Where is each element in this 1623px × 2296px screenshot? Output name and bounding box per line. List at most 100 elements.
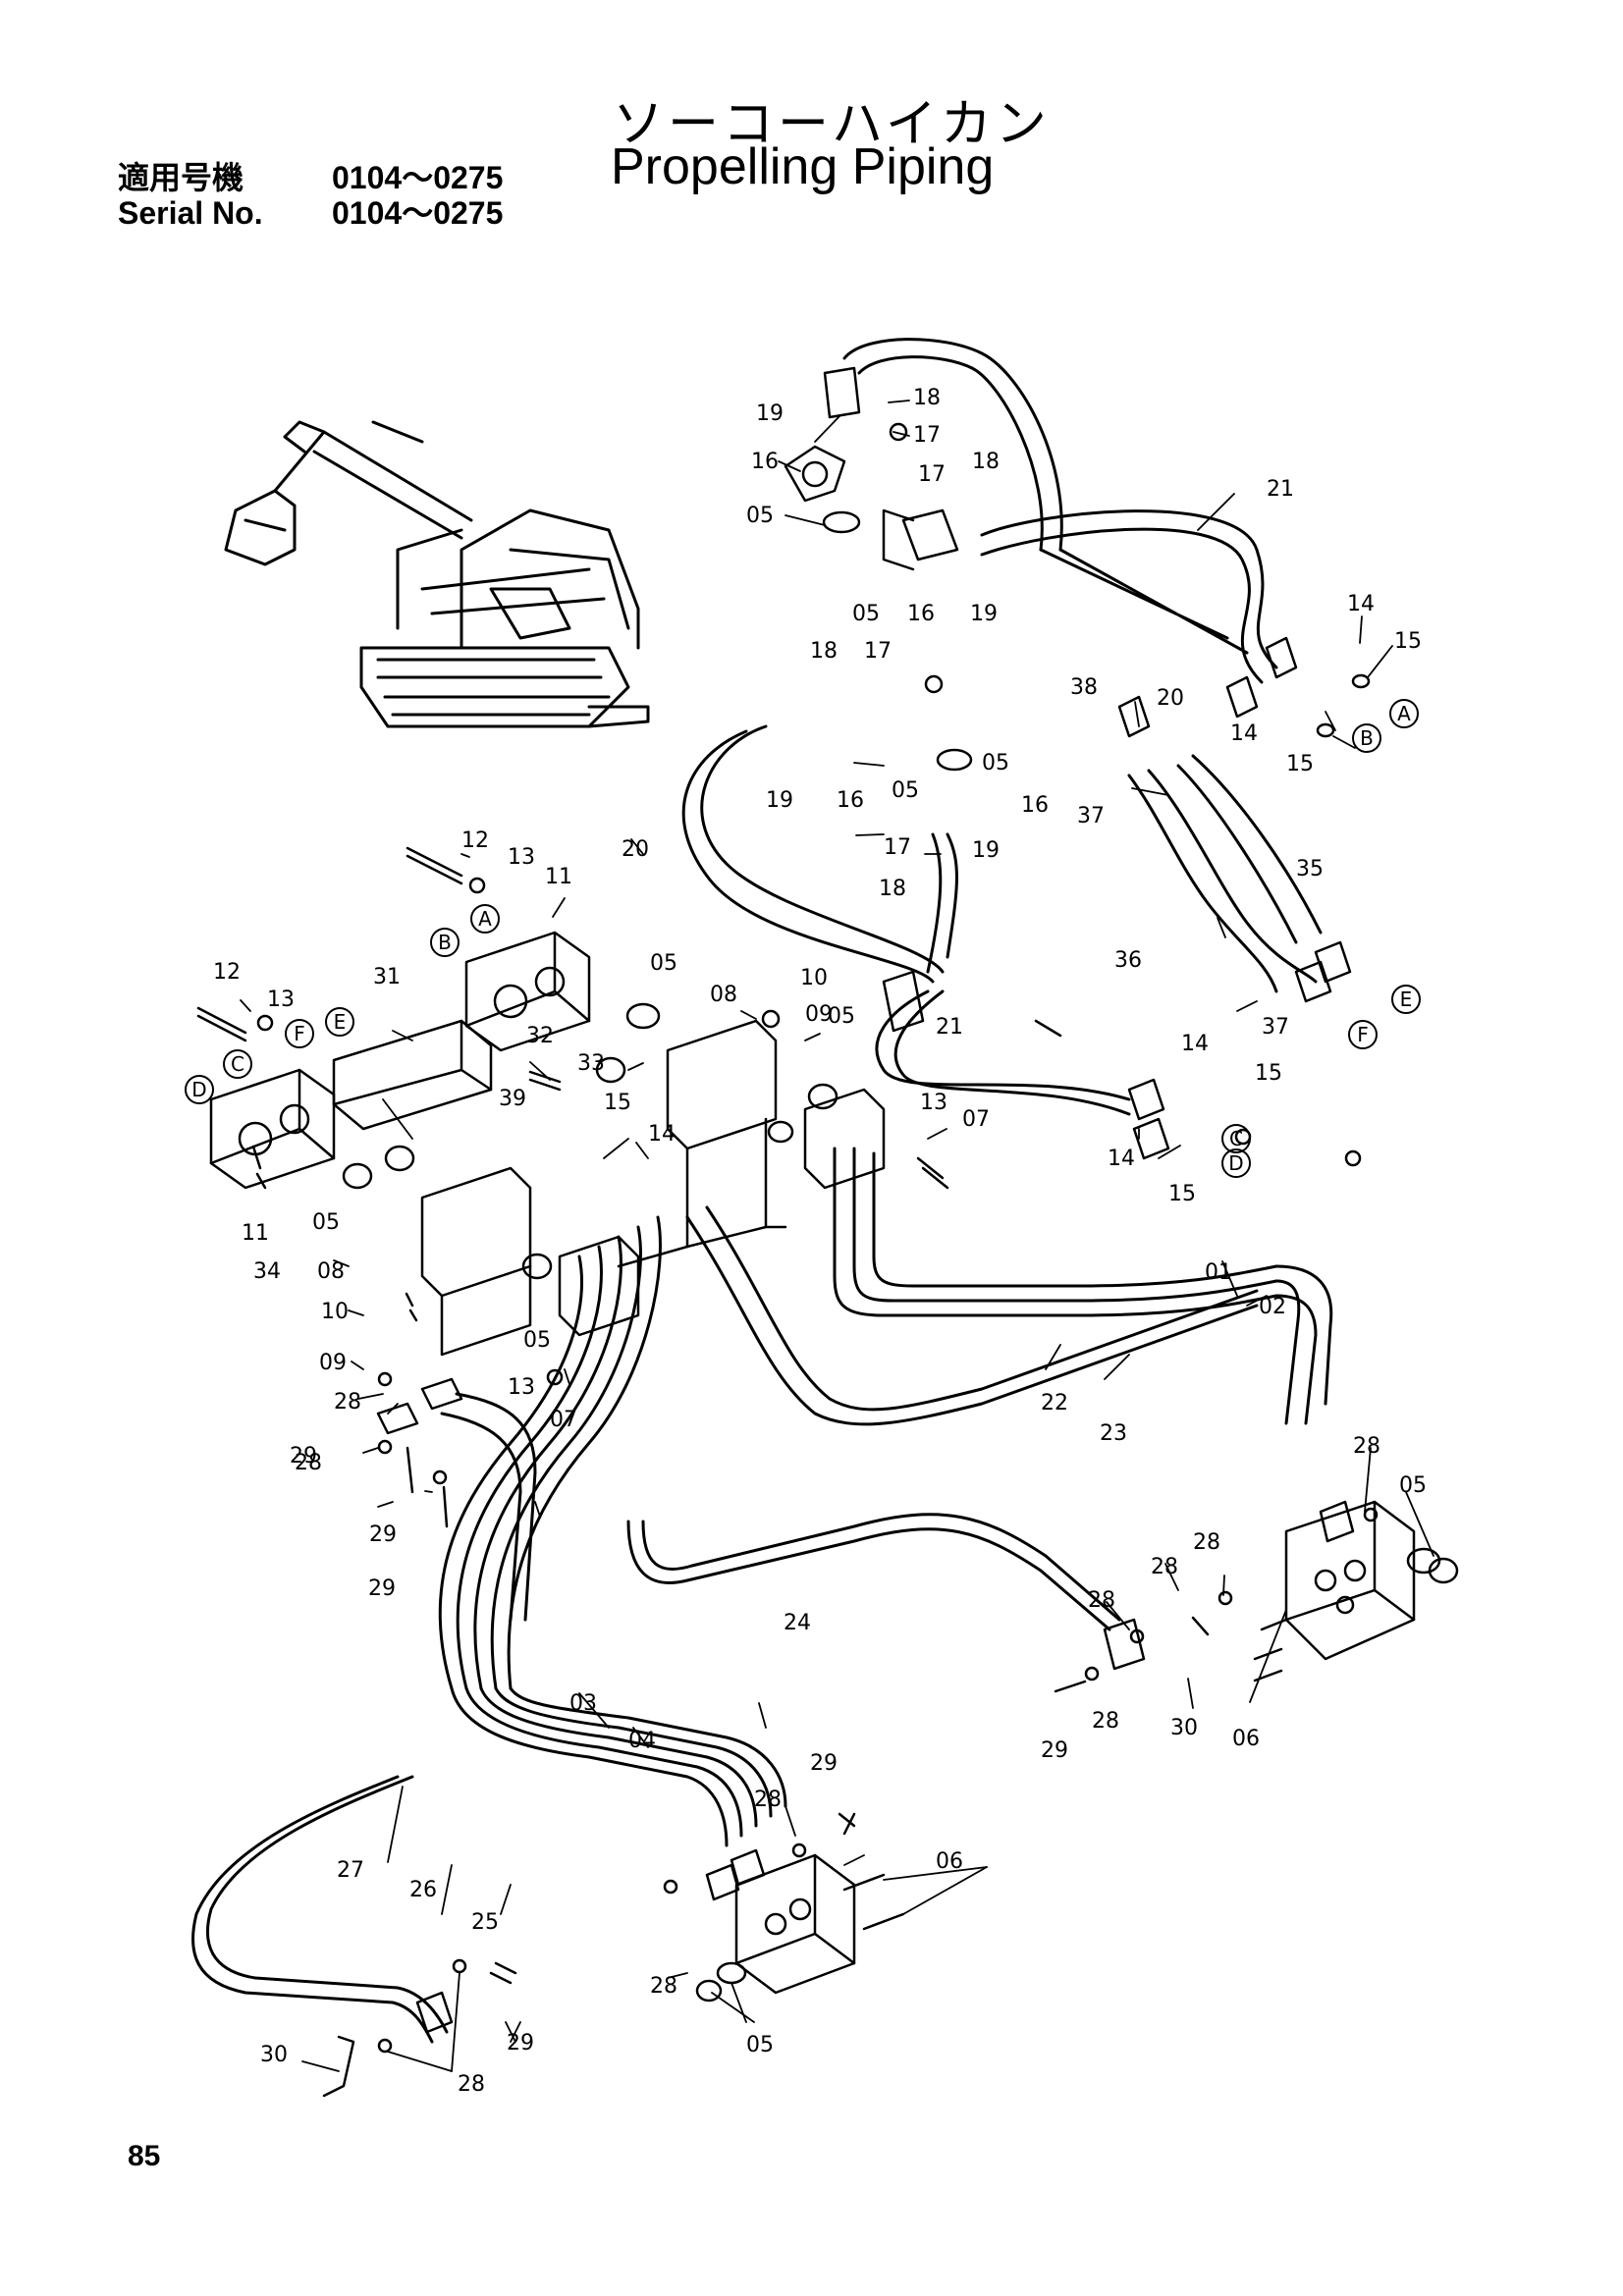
- serial-value-japanese: 0104～0275: [332, 160, 504, 195]
- part-label: 10: [321, 1300, 349, 1324]
- serial-range-english: Serial No. 0104～0275: [118, 188, 503, 234]
- part-label: 28: [458, 2072, 485, 2097]
- part-label: 28: [1088, 1588, 1115, 1613]
- part-label: 05: [312, 1210, 340, 1235]
- part-label: 07: [550, 1408, 577, 1432]
- part-label: 02: [1259, 1295, 1286, 1319]
- part-label: 28: [295, 1451, 322, 1475]
- port-marker-label: B: [1360, 726, 1374, 750]
- part-label: 03: [569, 1691, 597, 1716]
- part-label: 29: [1041, 1738, 1068, 1763]
- part-number-labels: 19 18 17 16 17 18 05 05 16 19 21 14 15 2…: [213, 386, 1427, 2097]
- part-label: 28: [1353, 1434, 1380, 1459]
- part-label: 15: [604, 1091, 631, 1115]
- part-label: 32: [526, 1024, 554, 1048]
- part-label: 08: [710, 983, 737, 1007]
- part-label: 18: [879, 877, 906, 901]
- part-label: 38: [1070, 675, 1098, 700]
- part-label: 06: [1232, 1727, 1260, 1751]
- part-label: 28: [1151, 1555, 1178, 1579]
- part-label: 18: [972, 450, 1000, 474]
- part-label: 28: [650, 1974, 677, 1999]
- hose-group: [681, 338, 1323, 1116]
- part-label: 19: [972, 838, 1000, 863]
- part-label: 05: [852, 602, 880, 626]
- part-label: 04: [628, 1729, 656, 1753]
- part-label: 21: [936, 1015, 963, 1040]
- valve-blocks: [209, 931, 1416, 2034]
- part-label: 12: [461, 828, 489, 853]
- port-marker-label: C: [231, 1052, 244, 1076]
- part-label: 34: [253, 1259, 281, 1284]
- part-label: 15: [1168, 1182, 1196, 1206]
- part-label: 16: [907, 602, 935, 626]
- part-label: 09: [805, 1002, 833, 1027]
- serial-value-english: 0104～0275: [332, 195, 504, 231]
- port-marker-label: D: [1228, 1151, 1243, 1175]
- title-english: Propelling Piping: [611, 138, 995, 195]
- part-label: 14: [1230, 721, 1258, 746]
- part-label: 37: [1262, 1015, 1289, 1040]
- part-label: 22: [1041, 1391, 1068, 1415]
- rigid-pipe-group: [191, 1147, 1333, 2044]
- part-label: 05: [650, 951, 677, 976]
- part-label: 11: [545, 865, 572, 889]
- part-label: 13: [508, 1375, 535, 1400]
- serial-label-english: Serial No.: [118, 195, 263, 231]
- part-label: 14: [1347, 592, 1375, 616]
- port-marker-label: D: [191, 1078, 206, 1101]
- part-label: 15: [1286, 752, 1314, 776]
- top-fittings: [784, 366, 1352, 1160]
- part-label: 08: [317, 1259, 345, 1284]
- port-marker-label: C: [1229, 1127, 1243, 1150]
- port-markers: A B C D E F A B C D E F: [185, 699, 1421, 1178]
- part-label: 30: [1170, 1716, 1198, 1740]
- part-label: 17: [913, 423, 941, 448]
- part-label: 28: [754, 1788, 782, 1812]
- part-label: 28: [1092, 1709, 1119, 1734]
- part-label: 13: [508, 845, 535, 870]
- port-marker-label: A: [478, 907, 492, 931]
- page-number: 85: [128, 2140, 161, 2172]
- port-marker-label: B: [438, 931, 452, 954]
- part-label: 14: [1181, 1032, 1209, 1056]
- part-label: 05: [1399, 1473, 1427, 1498]
- part-label: 19: [766, 788, 793, 813]
- part-label: 29: [507, 2031, 534, 2056]
- part-label: 06: [936, 1849, 963, 1874]
- part-label: 18: [810, 639, 838, 664]
- part-label: 15: [1394, 629, 1422, 654]
- part-label: 12: [213, 960, 241, 985]
- part-label: 16: [751, 450, 779, 474]
- fasteners: [196, 422, 1459, 2098]
- part-label: 20: [622, 837, 649, 862]
- part-label: 29: [810, 1751, 838, 1776]
- part-label: 05: [523, 1328, 551, 1353]
- part-label: 18: [913, 386, 941, 410]
- part-label: 10: [800, 966, 828, 990]
- part-label: 09: [319, 1351, 347, 1375]
- part-label: 17: [884, 835, 911, 860]
- part-label: 17: [918, 462, 946, 487]
- part-label: 23: [1100, 1421, 1127, 1446]
- part-label: 05: [746, 2033, 774, 2057]
- part-label: 14: [648, 1122, 676, 1147]
- part-label: 36: [1114, 948, 1142, 973]
- part-label: 05: [746, 504, 774, 528]
- part-label: 31: [373, 965, 401, 989]
- port-marker-label: F: [294, 1022, 305, 1045]
- part-label: 19: [970, 602, 998, 626]
- part-label: 15: [1255, 1061, 1282, 1086]
- part-label: 14: [1108, 1147, 1135, 1171]
- part-label: 29: [368, 1576, 396, 1601]
- title-japanese: ソーコーハイカン: [613, 96, 1051, 153]
- part-label: 07: [962, 1107, 990, 1132]
- leader-lines: [240, 400, 1434, 2072]
- port-marker-label: E: [334, 1010, 347, 1034]
- part-label: 35: [1296, 857, 1324, 881]
- part-label: 39: [499, 1087, 526, 1111]
- part-label: 11: [242, 1221, 269, 1246]
- part-label: 05: [892, 778, 919, 803]
